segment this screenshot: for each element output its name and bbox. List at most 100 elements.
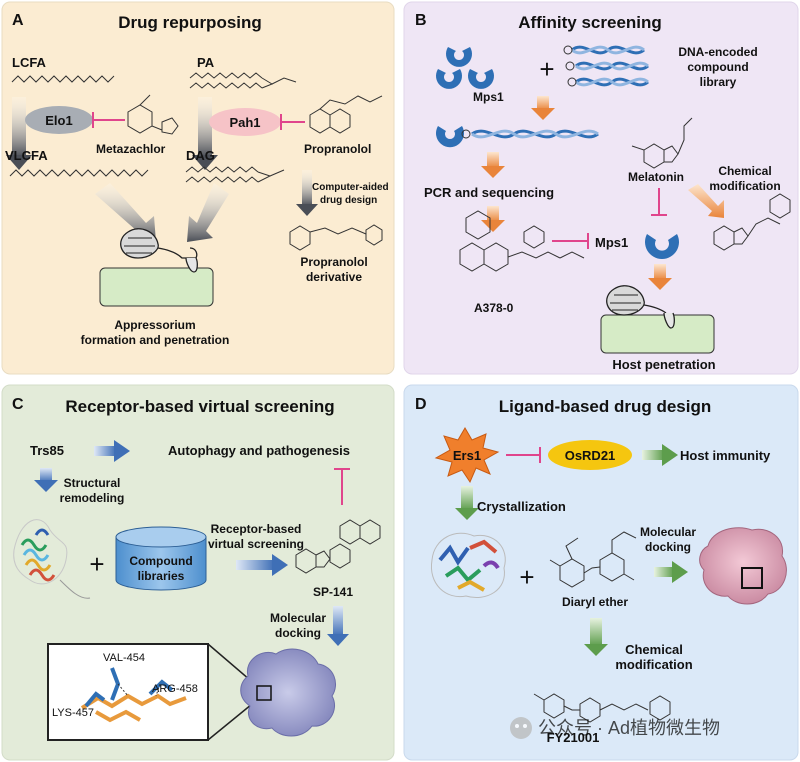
lcfa-chain bbox=[11, 75, 115, 83]
appressorium-a bbox=[120, 228, 198, 273]
immunity-arrow-head bbox=[662, 444, 678, 466]
docking-arrow-d-shaft bbox=[654, 567, 674, 577]
mps1-proteins-top bbox=[436, 47, 494, 89]
host-penetration-label: Host penetration bbox=[612, 357, 715, 372]
appressorium-b bbox=[606, 285, 675, 329]
panel-d-title: Ligand-based drug design bbox=[499, 397, 712, 416]
host-immunity-label: Host immunity bbox=[680, 448, 771, 463]
fy21001-label: FY21001 bbox=[547, 730, 600, 745]
cad-arrow-shaft bbox=[302, 170, 312, 206]
diaryl-ether-label: Diaryl ether bbox=[562, 595, 628, 609]
trs85-protein-structure bbox=[13, 519, 91, 599]
leaf-surface-a bbox=[99, 267, 214, 307]
docking-arrow-c-shaft bbox=[333, 606, 343, 636]
panel-c-title: Receptor-based virtual screening bbox=[65, 397, 334, 416]
plus-sign-d: + bbox=[519, 562, 534, 592]
zoom-line-bottom bbox=[207, 699, 258, 741]
docking-site-box-d bbox=[741, 567, 763, 589]
docking-label-c-2: docking bbox=[275, 626, 321, 640]
dag-structure bbox=[185, 166, 285, 183]
residue-arg-458: ARG-458 bbox=[152, 683, 198, 695]
lcfa-arrow-shaft bbox=[12, 97, 26, 157]
cad-label-1: Computer-aided bbox=[312, 182, 389, 193]
chem-mod-arrow bbox=[688, 184, 724, 218]
docking-site-box-c bbox=[256, 685, 272, 701]
pa-arrow-shaft bbox=[198, 97, 212, 157]
ers1-label: Ers1 bbox=[453, 448, 481, 463]
remodel-arrow-shaft bbox=[40, 468, 52, 482]
lcfa-label: LCFA bbox=[12, 55, 47, 70]
library-label-2: compound bbox=[687, 60, 748, 74]
docking-label-d-2: docking bbox=[645, 540, 691, 554]
fy21001-structure bbox=[533, 693, 671, 723]
trs85-arrow-shaft bbox=[94, 446, 116, 456]
docking-label-c-1: Molecular bbox=[270, 611, 326, 625]
pcr-arrow-head bbox=[481, 166, 505, 178]
remodel-label-2: remodeling bbox=[60, 491, 125, 505]
mps1-protein-mid bbox=[645, 234, 679, 259]
a378-label: A378-0 bbox=[474, 301, 514, 315]
chem-mod-d-arrow-head bbox=[584, 644, 608, 656]
propranolol-structure bbox=[309, 95, 383, 134]
cad-label-2: drug design bbox=[320, 195, 377, 206]
melatonin-structure bbox=[631, 117, 693, 169]
rbvs-label-1: Receptor-based bbox=[211, 522, 302, 536]
host-arrow-shaft bbox=[654, 264, 666, 280]
cryst-arrow-head bbox=[455, 508, 479, 520]
propranolol-label: Propranolol bbox=[304, 142, 371, 156]
melatonin-label: Melatonin bbox=[628, 170, 684, 184]
cad-arrow-head bbox=[296, 204, 318, 216]
elo1-enzyme bbox=[25, 106, 93, 134]
libraries-label-1: Compound bbox=[129, 554, 192, 568]
osrd21-oval bbox=[548, 440, 632, 470]
chem-mod-d-label-2: modification bbox=[615, 657, 692, 672]
docking-label-d-1: Molecular bbox=[640, 525, 696, 539]
chem-mod-d-arrow-shaft bbox=[590, 618, 602, 646]
pcr-arrow-shaft bbox=[487, 152, 499, 168]
diaryl-ether-structure bbox=[549, 531, 637, 588]
library-label-1: DNA-encoded bbox=[678, 45, 757, 59]
pah1-label: Pah1 bbox=[229, 115, 260, 130]
panel-c: C Receptor-based virtual screening Trs85… bbox=[1, 384, 395, 761]
panel-d: D Ligand-based drug design Ers1 OsRD21 H… bbox=[403, 384, 799, 761]
rbvs-arrow-head bbox=[272, 554, 288, 576]
pa-label: PA bbox=[197, 55, 215, 70]
trs85-surface-model bbox=[240, 648, 336, 737]
watermark-text: 公众号 · Ad植物微生物 bbox=[538, 718, 720, 738]
compound-library-cylinder bbox=[115, 526, 207, 591]
residue-lys-457: LYS-457 bbox=[52, 707, 94, 719]
appressorium-label-2: formation and penetration bbox=[81, 333, 230, 347]
library-label-3: library bbox=[700, 75, 737, 89]
pa-structure bbox=[189, 72, 297, 89]
libraries-label-2: libraries bbox=[138, 569, 185, 583]
docking-zoom-box bbox=[47, 643, 209, 741]
panel-a: A Drug repurposing LCFA PA Elo1 Metazach… bbox=[1, 1, 395, 375]
cryst-arrow-shaft bbox=[461, 486, 473, 510]
panel-b: B Affinity screening Mps1 + DNA-encoded … bbox=[403, 1, 799, 375]
immunity-arrow-shaft bbox=[642, 450, 664, 460]
residue-val-454: VAL-454 bbox=[103, 652, 145, 664]
a378-structure bbox=[459, 210, 585, 272]
osrd21-label: OsRD21 bbox=[565, 448, 616, 463]
panel-a-letter: A bbox=[12, 12, 24, 29]
docking-pose-c bbox=[80, 667, 187, 723]
propranolol-derivative-structure bbox=[289, 224, 383, 251]
a378-arrow-shaft bbox=[487, 206, 499, 222]
modified-melatonin-structure bbox=[713, 193, 791, 251]
chem-mod-d-label-1: Chemical bbox=[625, 642, 683, 657]
metazachlor-label: Metazachlor bbox=[96, 142, 166, 156]
osrd21-crystal-structure bbox=[430, 532, 506, 598]
ers1-burst bbox=[434, 427, 500, 484]
deriv-label-2: derivative bbox=[306, 270, 362, 284]
sp141-label: SP-141 bbox=[313, 585, 353, 599]
panel-b-letter: B bbox=[415, 12, 427, 29]
vlcfa-converge-arrow bbox=[95, 183, 156, 242]
chem-mod-label-2: modification bbox=[709, 179, 780, 193]
chem-mod-label-1: Chemical bbox=[718, 164, 771, 178]
trs85-arrow-head bbox=[114, 440, 130, 462]
panel-c-letter: C bbox=[12, 396, 24, 413]
vlcfa-chain bbox=[9, 169, 149, 177]
mps1-bound-dna bbox=[436, 126, 599, 148]
crystallization-label: Crystallization bbox=[477, 499, 566, 514]
